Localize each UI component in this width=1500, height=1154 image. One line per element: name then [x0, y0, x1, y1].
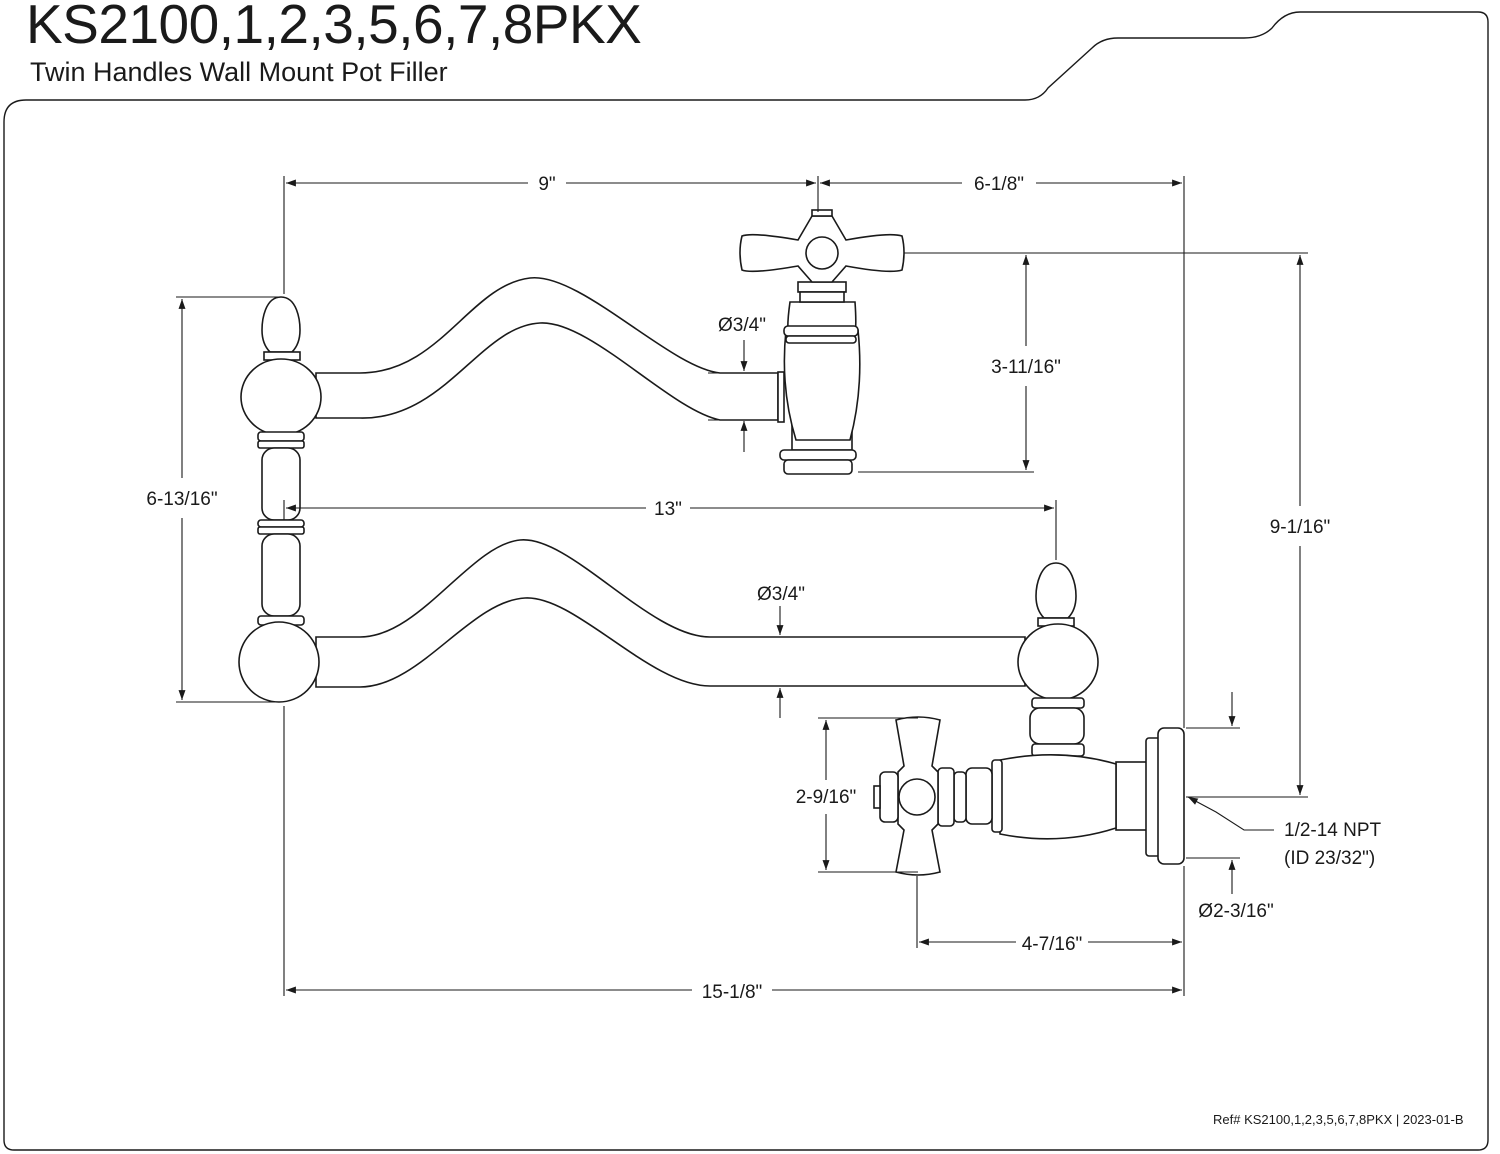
dimension-lines: [176, 176, 1308, 996]
product-model-title: KS2100,1,2,3,5,6,7,8PKX: [26, 0, 642, 55]
product-description: Twin Handles Wall Mount Pot Filler: [30, 57, 448, 87]
dim-lower-pipe-diameter-label: Ø3/4": [757, 584, 805, 605]
upper-spout-arm: [315, 277, 779, 421]
reference-number: Ref# KS2100,1,2,3,5,6,7,8PKX | 2023-01-B: [1213, 1112, 1464, 1127]
npt-thread-label: 1/2-14 NPT: [1284, 820, 1382, 841]
dim-9-1-16-label: 9-1/16": [1270, 517, 1331, 538]
dim-9-label: 9": [538, 174, 555, 195]
lower-spout-arm: [315, 539, 1026, 688]
dim-flange-diameter-label: Ø2-3/16": [1198, 901, 1273, 922]
lower-cross-handle: [873, 716, 941, 876]
dim-6-13-16-label: 6-13/16": [146, 489, 217, 510]
dim-15-1-8-label: 15-1/8": [702, 982, 763, 1003]
dim-2-9-16-label: 2-9/16": [796, 787, 857, 808]
dim-6-1-8-label: 6-1/8": [974, 174, 1024, 195]
dim-3-11-16-label: 3-11/16": [991, 357, 1061, 378]
dim-upper-pipe-diameter-label: Ø3/4": [718, 315, 766, 336]
dim-4-7-16-label: 4-7/16": [1022, 934, 1083, 955]
lower-valve-body: [937, 727, 1185, 865]
dim-13-label: 13": [654, 499, 682, 520]
upper-cross-handle: [739, 209, 905, 475]
swivel-column: [238, 296, 322, 703]
lower-spout-shoulder: [1017, 562, 1099, 757]
drawing-frame: [3, 11, 1489, 1151]
npt-id-label: (ID 23/32"): [1284, 848, 1375, 869]
